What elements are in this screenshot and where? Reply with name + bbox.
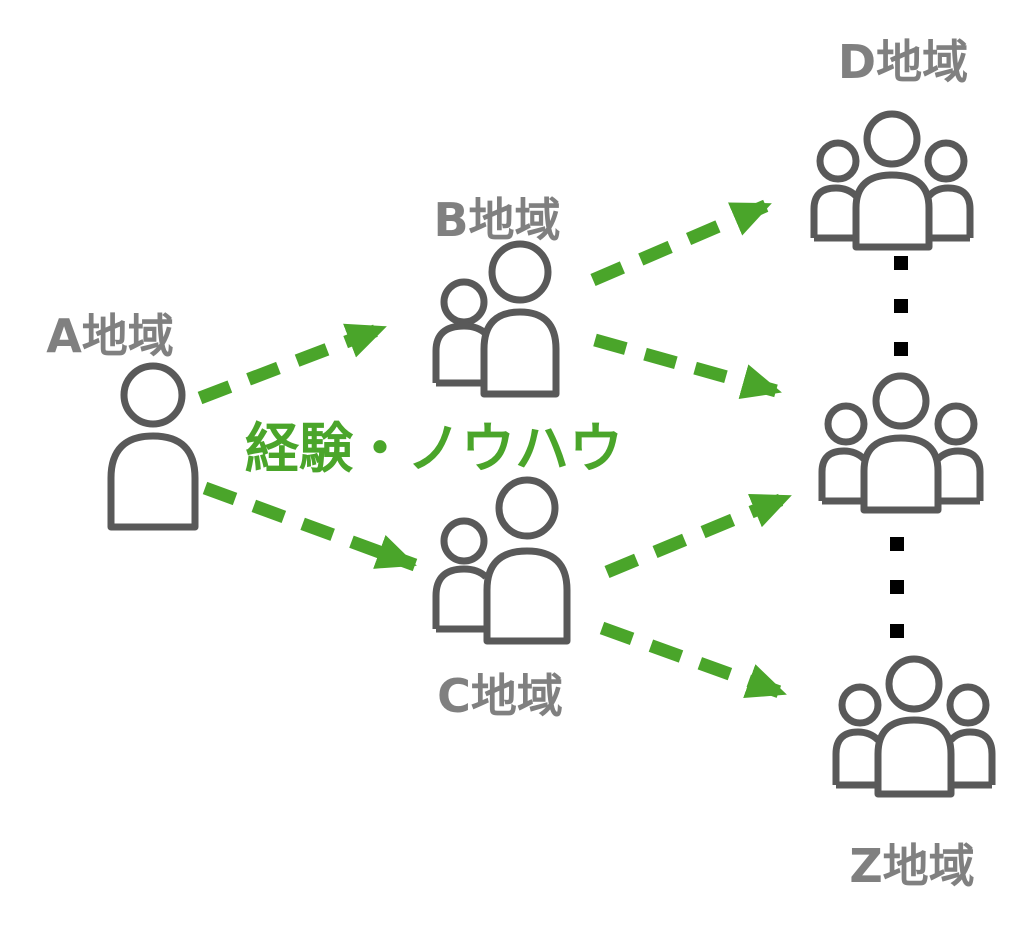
- two-people-icon: [432, 476, 571, 645]
- person-icon: [107, 362, 199, 531]
- arrow-c-to-mid: [604, 489, 793, 579]
- vertical-dots-upper: [894, 256, 908, 356]
- group-icon: [832, 655, 996, 798]
- arrow-a-to-b: [197, 320, 388, 405]
- arrow-a-to-c: [202, 481, 418, 572]
- arrow-c-to-z: [599, 621, 788, 701]
- arrow-b-to-d: [590, 198, 773, 286]
- arrow-b-to-mid: [593, 333, 782, 400]
- group-icon: [810, 110, 974, 251]
- two-people-icon: [432, 240, 560, 398]
- vertical-dots-lower: [890, 537, 904, 638]
- region-b-label: B地域: [433, 193, 560, 247]
- region-a-label: A地域: [46, 309, 174, 363]
- region-c-label: C地域: [437, 669, 563, 723]
- region-z-label: Z地域: [849, 839, 974, 893]
- group-icon: [818, 372, 984, 514]
- flow-label: 経験・ノウハウ: [245, 417, 623, 480]
- region-d-label: D地域: [838, 35, 968, 89]
